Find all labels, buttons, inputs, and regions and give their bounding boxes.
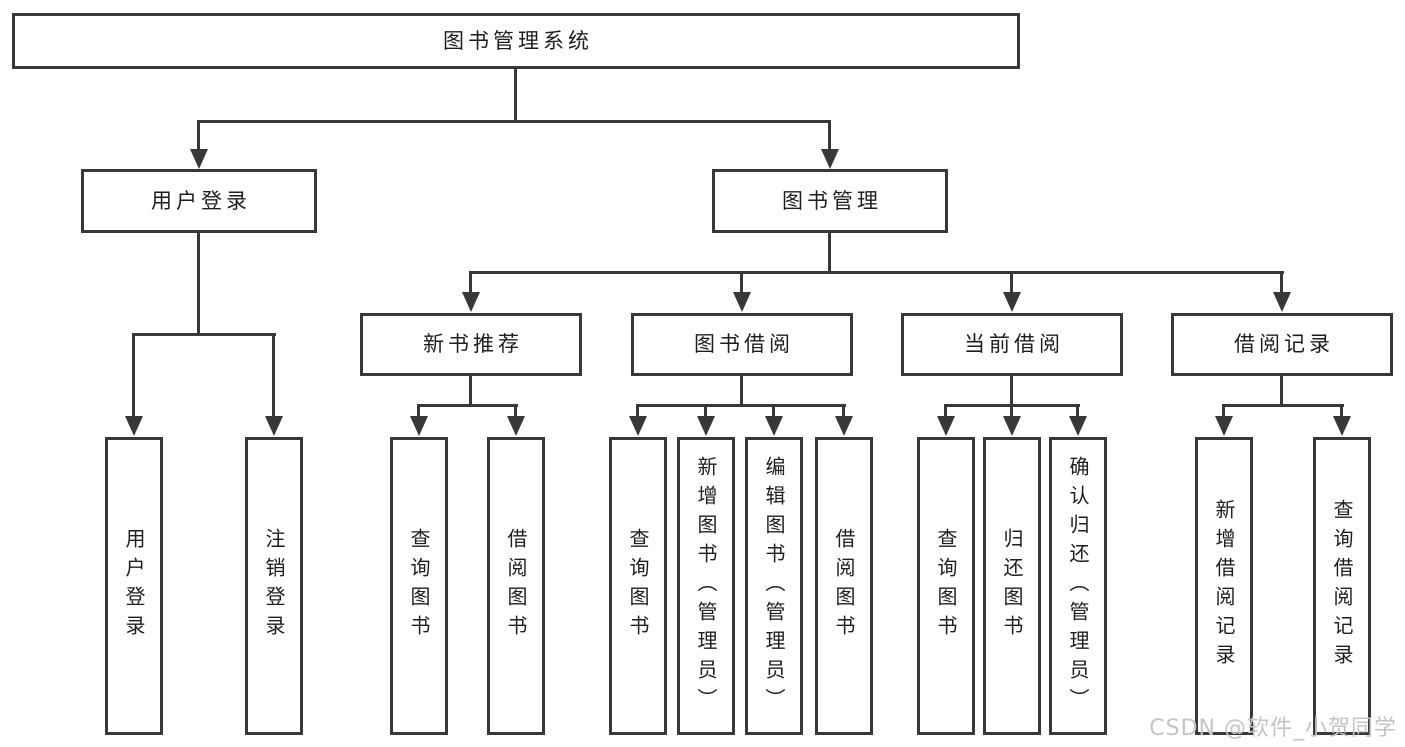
connector-line (1280, 271, 1283, 295)
node-leaf-nb-borrow-book: 借阅图书 (487, 437, 545, 735)
connector-line (636, 404, 846, 407)
connector-line (197, 120, 831, 123)
connector-line (1222, 404, 1344, 407)
connector-line (1010, 404, 1013, 418)
arrowhead-icon (697, 416, 715, 436)
arrowhead-icon (937, 416, 955, 436)
arrowhead-icon (765, 416, 783, 436)
connector-line (132, 333, 135, 419)
connector-line (1010, 271, 1013, 295)
connector-line (1010, 376, 1013, 407)
node-leaf-bb-edit-book-admin: 编辑图书（管理员） (745, 437, 803, 735)
connector-line (636, 404, 639, 418)
connector-line (514, 404, 517, 418)
connector-line (740, 376, 743, 407)
arrowhead-icon (1003, 416, 1021, 436)
connector-line (842, 404, 845, 418)
arrowhead-icon (265, 416, 283, 436)
connector-line (469, 271, 1284, 274)
node-leaf-bb-add-book-admin: 新增图书（管理员） (677, 437, 735, 735)
connector-line (469, 376, 472, 407)
node-borrow-records: 借阅记录 (1171, 313, 1393, 376)
connector-line (1280, 376, 1283, 407)
connector-line (828, 233, 831, 274)
arrowhead-icon (1003, 292, 1021, 312)
node-new-book-recommend: 新书推荐 (360, 313, 582, 376)
connector-line (828, 120, 831, 152)
arrowhead-icon (1273, 292, 1291, 312)
node-book-management: 图书管理 (712, 169, 948, 233)
connector-line (772, 404, 775, 418)
arrowhead-icon (629, 416, 647, 436)
node-system-root: 图书管理系统 (12, 13, 1020, 69)
arrowhead-icon (410, 416, 428, 436)
arrowhead-icon (1069, 416, 1087, 436)
node-leaf-logout: 注销登录 (245, 437, 303, 735)
node-leaf-cb-query-book: 查询图书 (917, 437, 975, 735)
connector-line (1222, 404, 1225, 418)
node-leaf-br-query-record: 查询借阅记录 (1313, 437, 1371, 735)
node-current-borrow: 当前借阅 (901, 313, 1123, 376)
node-leaf-cb-confirm-return-admin: 确认归还（管理员） (1049, 437, 1107, 735)
node-leaf-br-add-record: 新增借阅记录 (1195, 437, 1253, 735)
arrowhead-icon (1215, 416, 1233, 436)
connector-line (1340, 404, 1343, 418)
node-leaf-cb-return-book: 归还图书 (983, 437, 1041, 735)
connector-line (469, 271, 472, 295)
connector-line (944, 404, 947, 418)
connector-line (704, 404, 707, 418)
arrowhead-icon (821, 149, 839, 169)
arrowhead-icon (835, 416, 853, 436)
node-leaf-nb-query-book: 查询图书 (390, 437, 448, 735)
arrowhead-icon (190, 149, 208, 169)
node-leaf-user-login: 用户登录 (105, 437, 163, 735)
arrowhead-icon (125, 416, 143, 436)
node-user-login: 用户登录 (81, 169, 317, 233)
connector-line (132, 333, 276, 336)
arrowhead-icon (733, 292, 751, 312)
connector-line (417, 404, 420, 418)
connector-line (197, 120, 200, 152)
node-book-borrow: 图书借阅 (631, 313, 853, 376)
connector-line (417, 404, 518, 407)
connector-line (514, 69, 517, 122)
node-leaf-bb-borrow-book: 借阅图书 (815, 437, 873, 735)
node-leaf-bb-query-book: 查询图书 (609, 437, 667, 735)
connector-line (740, 271, 743, 295)
connector-line (197, 233, 200, 336)
watermark-text: CSDN @软件_小贺同学 (1149, 716, 1397, 741)
connector-line (1076, 404, 1079, 418)
connector-line (272, 333, 275, 419)
arrowhead-icon (507, 416, 525, 436)
arrowhead-icon (462, 292, 480, 312)
arrowhead-icon (1333, 416, 1351, 436)
